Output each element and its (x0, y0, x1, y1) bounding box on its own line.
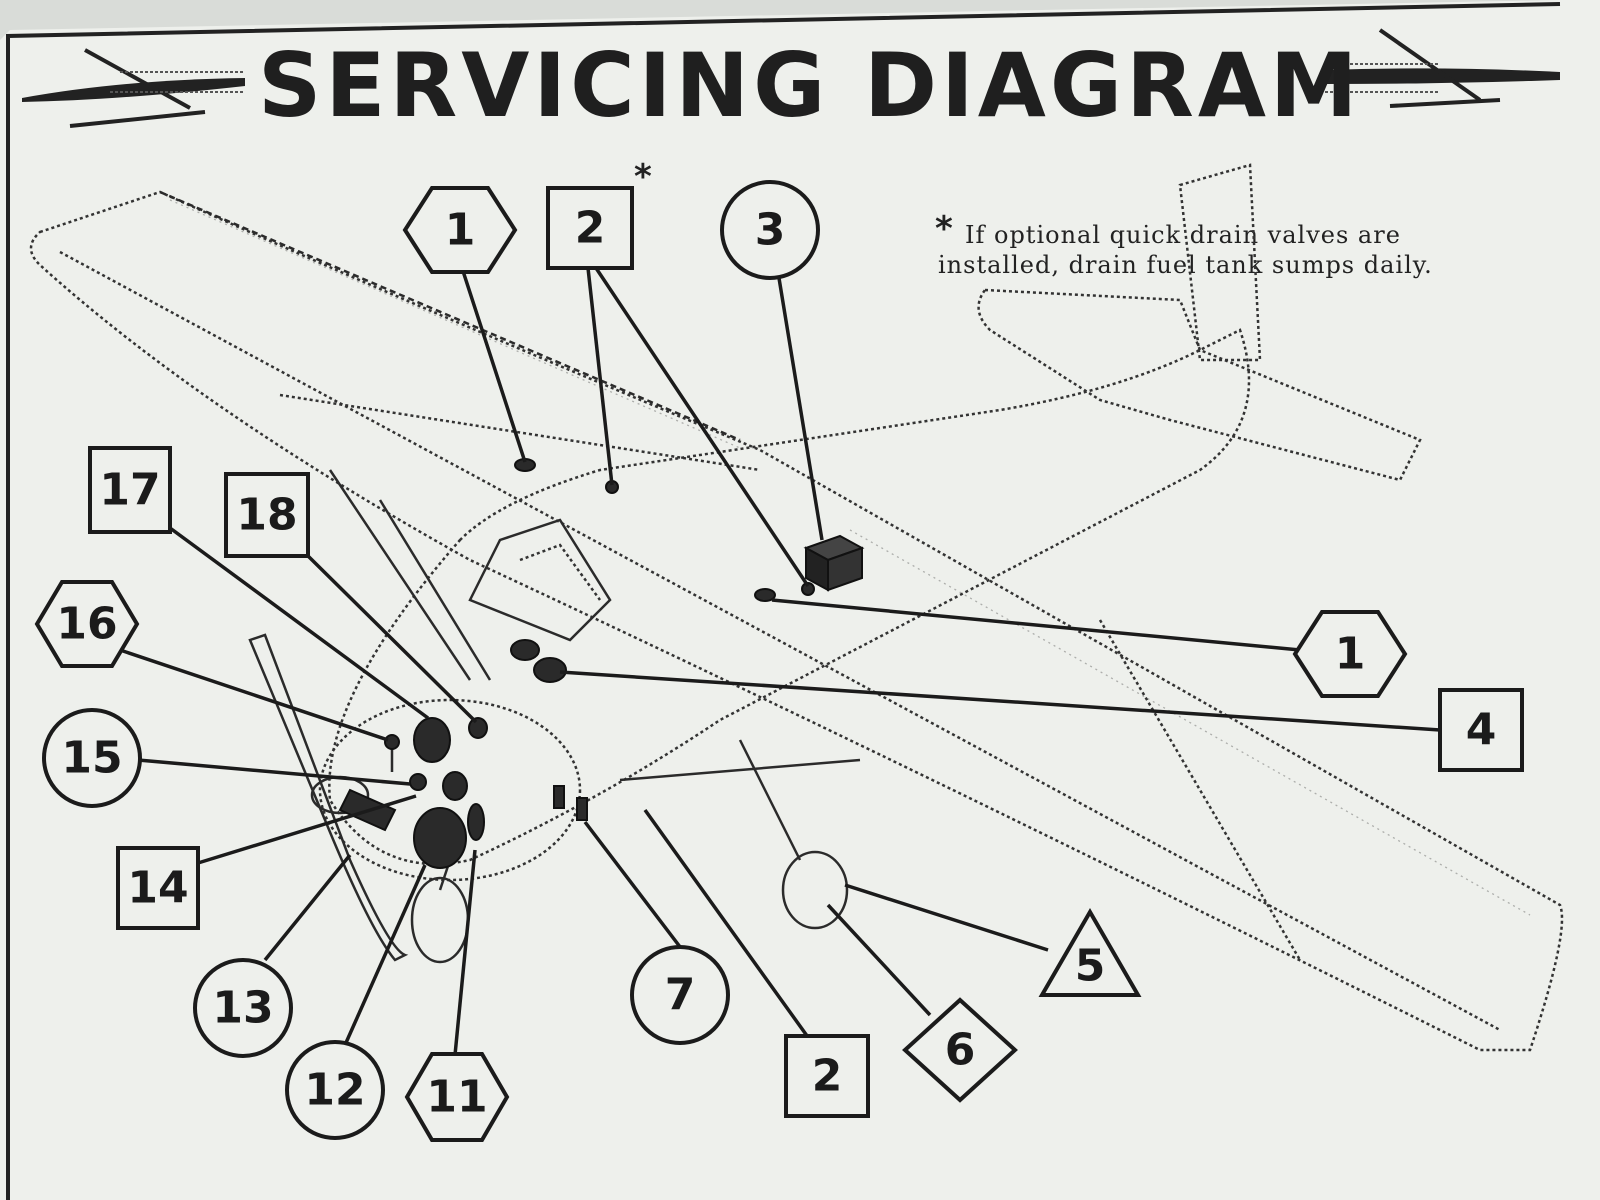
battery (803, 534, 865, 592)
svg-text:14: 14 (127, 863, 188, 914)
svg-text:7: 7 (665, 970, 696, 1021)
wing-hatching (169, 199, 1531, 916)
svg-text:17: 17 (99, 465, 160, 516)
callout-2-bottom: 2 (784, 1034, 870, 1118)
svg-text:5: 5 (1075, 941, 1106, 992)
svg-text:1: 1 (445, 205, 476, 256)
callout-11: 11 (404, 1052, 510, 1142)
svg-text:3: 3 (755, 205, 786, 256)
callout-2-asterisk: * (634, 157, 652, 197)
wing-outline (29, 190, 1564, 1052)
svg-text:18: 18 (236, 490, 297, 541)
svg-text:16: 16 (56, 599, 117, 650)
vertical-fin (1178, 163, 1262, 362)
svg-text:1: 1 (1335, 629, 1366, 680)
engine-components (338, 639, 588, 869)
svg-text:2: 2 (812, 1051, 843, 1102)
main-gear-strut (619, 739, 861, 861)
callout-16: 16 (34, 580, 140, 668)
callout-18: 18 (224, 472, 310, 558)
callouts: 1 2 * 3 1 4 5 6 2 (34, 157, 1524, 1142)
propeller (248, 633, 409, 962)
callout-14: 14 (116, 846, 200, 930)
callout-13: 13 (193, 958, 293, 1058)
svg-text:11: 11 (426, 1072, 487, 1123)
note-line-2: installed, drain fuel tank sumps daily. (938, 251, 1433, 279)
svg-text:12: 12 (304, 1065, 365, 1116)
callout-12: 12 (285, 1040, 385, 1140)
callout-2-top: 2 * (546, 157, 652, 270)
main-wheel (781, 850, 849, 930)
windshield (468, 518, 612, 642)
callout-15: 15 (42, 708, 142, 808)
page-title: SERVICING DIAGRAM (258, 34, 1362, 137)
callout-6: 6 (902, 997, 1018, 1103)
svg-text:13: 13 (212, 983, 273, 1034)
page-border (6, 2, 1561, 1200)
right-title-flourish (1325, 28, 1560, 108)
airplane-illustration (29, 163, 1564, 1052)
fuel-cap-right (754, 588, 776, 602)
svg-text:4: 4 (1466, 705, 1497, 756)
svg-text:2: 2 (575, 203, 606, 254)
callout-7: 7 (630, 945, 730, 1045)
leader-lines (119, 267, 1441, 1056)
callout-1-top: 1 (402, 186, 518, 274)
callout-17: 17 (88, 446, 172, 534)
callout-4: 4 (1438, 688, 1524, 772)
svg-text:6: 6 (945, 1025, 976, 1076)
callout-3: 3 (720, 180, 820, 280)
svg-text:15: 15 (61, 733, 122, 784)
fuselage-outline (328, 328, 1251, 866)
callout-5: 5 (1038, 908, 1142, 997)
note-asterisk: * (935, 209, 953, 249)
note-line-1: If optional quick drain valves are (965, 221, 1401, 249)
callout-1-right: 1 (1292, 610, 1408, 698)
left-title-flourish (22, 48, 245, 128)
